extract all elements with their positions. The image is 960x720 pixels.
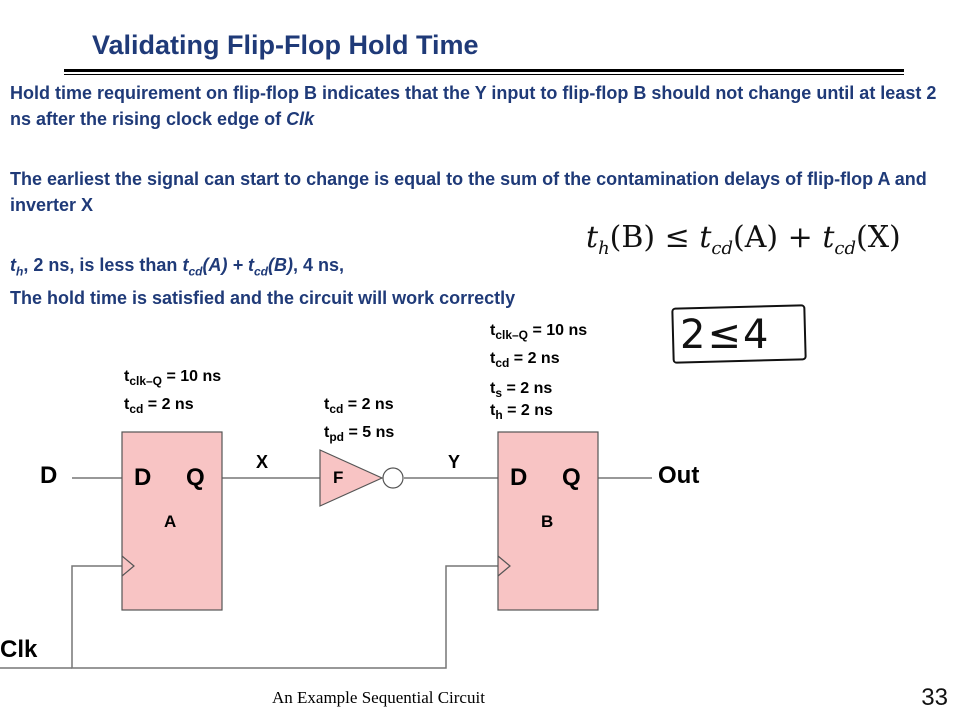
ffb-ts: ts = 2 ns (490, 380, 552, 400)
inverter-bubble (382, 467, 404, 489)
flipflop-b-clock-triangle (497, 555, 511, 577)
ffb-th-sub: h (495, 408, 503, 423)
inv-tcd-val: = 2 ns (347, 396, 394, 413)
f-cd1: cd (711, 238, 734, 259)
satisfied-text: The hold time is satisfied and the circu… (10, 287, 516, 308)
hold-inequality-formula: th(B) ≤ tcd(A) + tcd(X) (586, 220, 901, 259)
f-cd2: cd (834, 238, 856, 259)
clk-label: Clk (0, 636, 38, 663)
comparison-mid: , 2 ns, is less than (23, 255, 178, 275)
ffb-th: th = 2 ns (490, 402, 553, 422)
comparison-end: , 4 ns, (292, 255, 345, 275)
ffb-tclkq-t: t (490, 322, 496, 339)
inverter-name-label: F (333, 468, 344, 487)
inv-tcd-t: t (324, 396, 330, 413)
flipflop-b (497, 431, 599, 611)
handwritten-inequality: 2≤4 (680, 312, 771, 358)
ffa-name-label: A (164, 512, 177, 531)
inv-tpd-sub: pd (329, 430, 344, 445)
ffa-d-label: D (134, 464, 152, 491)
inverter-f (319, 449, 384, 507)
tcd-b-arg: (B) (267, 255, 293, 275)
hold-requirement-body: Hold time requirement on flip-flop B ind… (10, 83, 937, 129)
ffb-d-label: D (510, 464, 528, 491)
earliest-change-text: The earliest the signal can start to cha… (10, 169, 927, 215)
wire-clk-loop (71, 565, 498, 669)
f-x: (X) (855, 220, 901, 255)
net-y-label: Y (448, 452, 461, 472)
title-rule-thick (64, 69, 904, 72)
inv-tcd-sub: cd (329, 402, 344, 417)
f-t1: t (586, 220, 599, 255)
ffa-tcd-val: = 2 ns (147, 396, 194, 413)
flipflop-a (121, 431, 223, 611)
tcd-a-arg: (A) + (202, 255, 243, 275)
ffa-tcd-sub: cd (129, 402, 144, 417)
ffb-name-label: B (541, 512, 554, 531)
ffb-th-t: t (490, 402, 496, 419)
f-a: (A) + (733, 220, 813, 255)
inv-tpd-t: t (324, 424, 330, 441)
out-label: Out (658, 462, 700, 489)
hold-requirement-text: Hold time requirement on flip-flop B ind… (10, 80, 950, 132)
page-number: 33 (921, 684, 948, 711)
ffb-tclkq-sub: clk–Q (495, 328, 529, 343)
clk-italic: Clk (286, 109, 315, 129)
ffb-ts-t: t (490, 380, 496, 397)
tcd-a-t: t (182, 255, 189, 275)
ffb-tcd-t: t (490, 350, 496, 367)
tcd-a-sub: cd (188, 264, 203, 279)
ffa-q-label: Q (186, 464, 205, 491)
ffb-th-val: = 2 ns (507, 402, 553, 419)
net-x-label: X (256, 452, 269, 472)
figure-caption: An Example Sequential Circuit (272, 688, 485, 707)
input-d-label: D (40, 462, 58, 489)
f-t3: t (822, 220, 835, 255)
ffa-tclkq-t: t (124, 368, 130, 385)
ffa-tclkq-val: = 10 ns (166, 368, 222, 385)
f-t2: t (699, 220, 712, 255)
inv-tpd-val: = 5 ns (348, 424, 395, 441)
tcd-b-t: t (247, 255, 254, 275)
f-h: h (598, 238, 610, 259)
ffa-tclkq-sub: clk–Q (129, 374, 163, 389)
inv-tcd: tcd = 2 ns (324, 396, 394, 416)
ffb-tcd: tcd = 2 ns (490, 350, 560, 370)
slide-title: Validating Flip-Flop Hold Time (92, 30, 479, 60)
title-rule-thin (64, 74, 904, 75)
th-t: t (10, 255, 16, 275)
ffb-ts-sub: s (495, 386, 503, 401)
th-sub: h (16, 264, 24, 279)
tcd-b-sub: cd (253, 264, 268, 279)
ffb-tclkq: tclk–Q = 10 ns (490, 322, 587, 342)
f-b: (B) ≤ (609, 220, 690, 255)
ffa-tclkq: tclk–Q = 10 ns (124, 368, 221, 388)
ffb-tcd-val: = 2 ns (513, 350, 560, 367)
ffb-tcd-sub: cd (495, 356, 510, 371)
ffa-tcd: tcd = 2 ns (124, 396, 194, 416)
ffb-ts-val: = 2 ns (506, 380, 553, 397)
inv-tpd: tpd = 5 ns (324, 424, 394, 444)
ffb-tclkq-val: = 10 ns (532, 322, 588, 339)
flipflop-a-clock-triangle (121, 555, 135, 577)
ffb-q-label: Q (562, 464, 581, 491)
ffa-tcd-t: t (124, 396, 130, 413)
comparison-text: th, 2 ns, is less than tcd(A) + tcd(B), … (10, 252, 950, 311)
